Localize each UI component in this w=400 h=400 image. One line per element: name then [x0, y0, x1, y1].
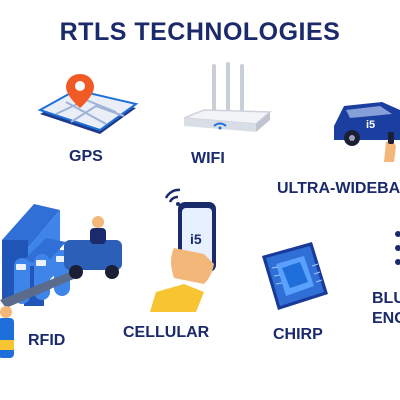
svg-text:i5: i5 [366, 119, 375, 131]
gps-label: GPS [69, 148, 103, 165]
wifi-label: WIFI [191, 150, 225, 167]
chirp-label: CHIRP [273, 326, 323, 343]
bluetooth-partial-icon [395, 231, 400, 265]
bluetooth-label-line1: BLU [372, 290, 400, 307]
chip-icon [262, 242, 328, 310]
ultra-wideband-label: ULTRA-WIDEBA [277, 180, 400, 197]
car-with-tag-icon: i5 [334, 102, 400, 162]
gps-map-pin-icon [37, 74, 139, 134]
wifi-router-icon [183, 62, 272, 132]
bluetooth-label-line2: ENG [372, 310, 400, 327]
svg-text:i5: i5 [190, 231, 202, 247]
rfid-conveyor-icon [0, 204, 122, 358]
rfid-label: RFID [28, 332, 66, 349]
cellular-label: CELLULAR [123, 324, 210, 341]
page-title: RTLS TECHNOLOGIES [59, 18, 341, 46]
phone-in-hand-icon: i5 [150, 188, 216, 312]
